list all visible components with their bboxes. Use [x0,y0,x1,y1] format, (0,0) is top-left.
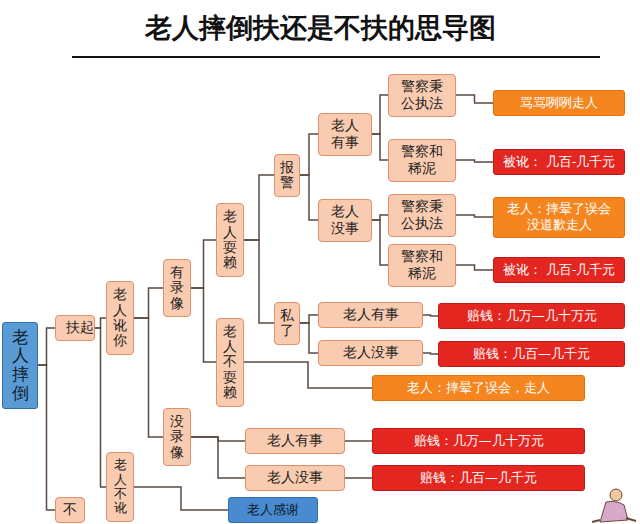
branch-box: 老人没事 [245,465,345,491]
connector [372,95,388,134]
node-label: 老人不耍赖 [223,324,237,401]
node-label: 老人有事 [343,306,399,324]
branch-box: 不 [55,497,85,523]
node-label: 没录像 [170,414,184,460]
node-label: 警察秉 公执法 [394,198,450,233]
node-label: 老人摔倒 [12,328,29,403]
branch-box: 有录像 [163,259,191,317]
result-box: 老人：摔晕了误会 没道歉走人 [493,197,625,238]
branch-box: 扶起 [55,315,95,341]
node-label: 被讹： 几百-几千元 [503,154,616,170]
result-box: 老人：摔晕了误会，走人 [372,375,585,401]
connector [134,487,228,510]
connector [300,323,318,353]
branch-box: 报警 [274,154,300,197]
node-label: 老人没事 [267,469,323,487]
connector [244,175,274,240]
branch-box: 私了 [274,302,300,345]
node-label: 赔钱：几万—几十万元 [414,433,544,449]
connector [191,437,245,478]
node-label: 老人不讹 [114,458,127,515]
connector [423,315,438,316]
node-label: 老人：摔晕了误会 没道歉走人 [499,201,619,234]
connector [456,265,493,270]
node-label: 赔钱：几百—几千元 [420,470,537,486]
connector [300,315,318,323]
result-box: 被讹： 几百-几千元 [493,257,625,283]
node-label: 老人：摔晕了误会，走人 [407,380,550,396]
connector [95,318,106,328]
connector [345,477,372,479]
branch-box: 老人不讹 [106,452,134,521]
connector [244,240,274,323]
connector [423,353,438,354]
node-label: 老人 没事 [324,203,366,238]
node-label: 警察秉 公执法 [394,78,450,113]
title-underline [72,56,600,58]
connector [95,328,106,487]
result-box: 赔钱：几百—几千元 [438,341,625,367]
node-label: 有录像 [170,265,184,311]
connector [134,288,163,318]
branch-box: 老人有事 [245,428,345,454]
connector [134,318,163,437]
result-box: 赔钱：几万—几十万元 [438,303,625,329]
node-label: 警察和 稀泥 [394,248,450,283]
person-illustration [592,489,636,522]
node-label: 老人耍赖 [223,209,237,271]
connector [456,160,493,162]
node-label: 老人 有事 [324,117,366,152]
branch-box: 老人耍赖 [216,203,244,277]
connector [191,240,216,288]
root-box: 老人摔倒 [2,322,38,409]
node-label: 老人感谢 [247,502,299,518]
connector [300,175,318,220]
result-box: 赔钱：几百—几千元 [372,465,585,491]
branch-box: 警察秉 公执法 [388,194,456,237]
node-label: 私了 [280,308,294,339]
node-label: 赔钱：几万—几十万元 [467,308,597,324]
branch-box: 老人没事 [318,340,423,366]
node-label: 警察和 稀泥 [394,143,450,178]
connector [345,440,372,442]
result-box: 被讹： 几百-几千元 [493,149,625,175]
diagram-title: 老人摔倒扶还是不扶的思导图 [0,10,640,46]
node-label: 骂骂咧咧走人 [520,95,598,111]
branch-box: 老人有事 [318,302,423,328]
node-label: 老人没事 [343,344,399,362]
node-label: 赔钱：几百—几千元 [473,346,590,362]
branch-box: 老人 有事 [318,113,372,156]
node-label: 老人有事 [267,432,323,450]
branch-box: 老人讹你 [106,281,134,355]
result-box: 骂骂咧咧走人 [493,90,625,116]
connector [372,220,388,265]
connector [456,95,493,103]
connector [38,365,55,510]
branch-box: 没录像 [163,408,191,466]
connector [456,215,493,217]
result-box: 赔钱：几万—几十万元 [372,428,585,454]
node-label: 报警 [280,160,294,191]
branch-box: 警察秉 公执法 [388,74,456,117]
branch-box: 警察和 稀泥 [388,244,456,287]
node-label: 扶起 [66,319,84,337]
connector [38,328,55,365]
connector [372,134,388,160]
node-label: 被讹： 几百-几千元 [503,262,616,278]
node-label: 老人讹你 [113,287,127,349]
node-label: 不 [63,501,77,519]
connector [300,134,318,175]
connector [191,288,216,362]
branch-box: 老人 没事 [318,199,372,242]
branch-box: 老人不耍赖 [216,318,244,407]
branch-box: 警察和 稀泥 [388,139,456,182]
result-box: 老人感谢 [228,497,318,523]
